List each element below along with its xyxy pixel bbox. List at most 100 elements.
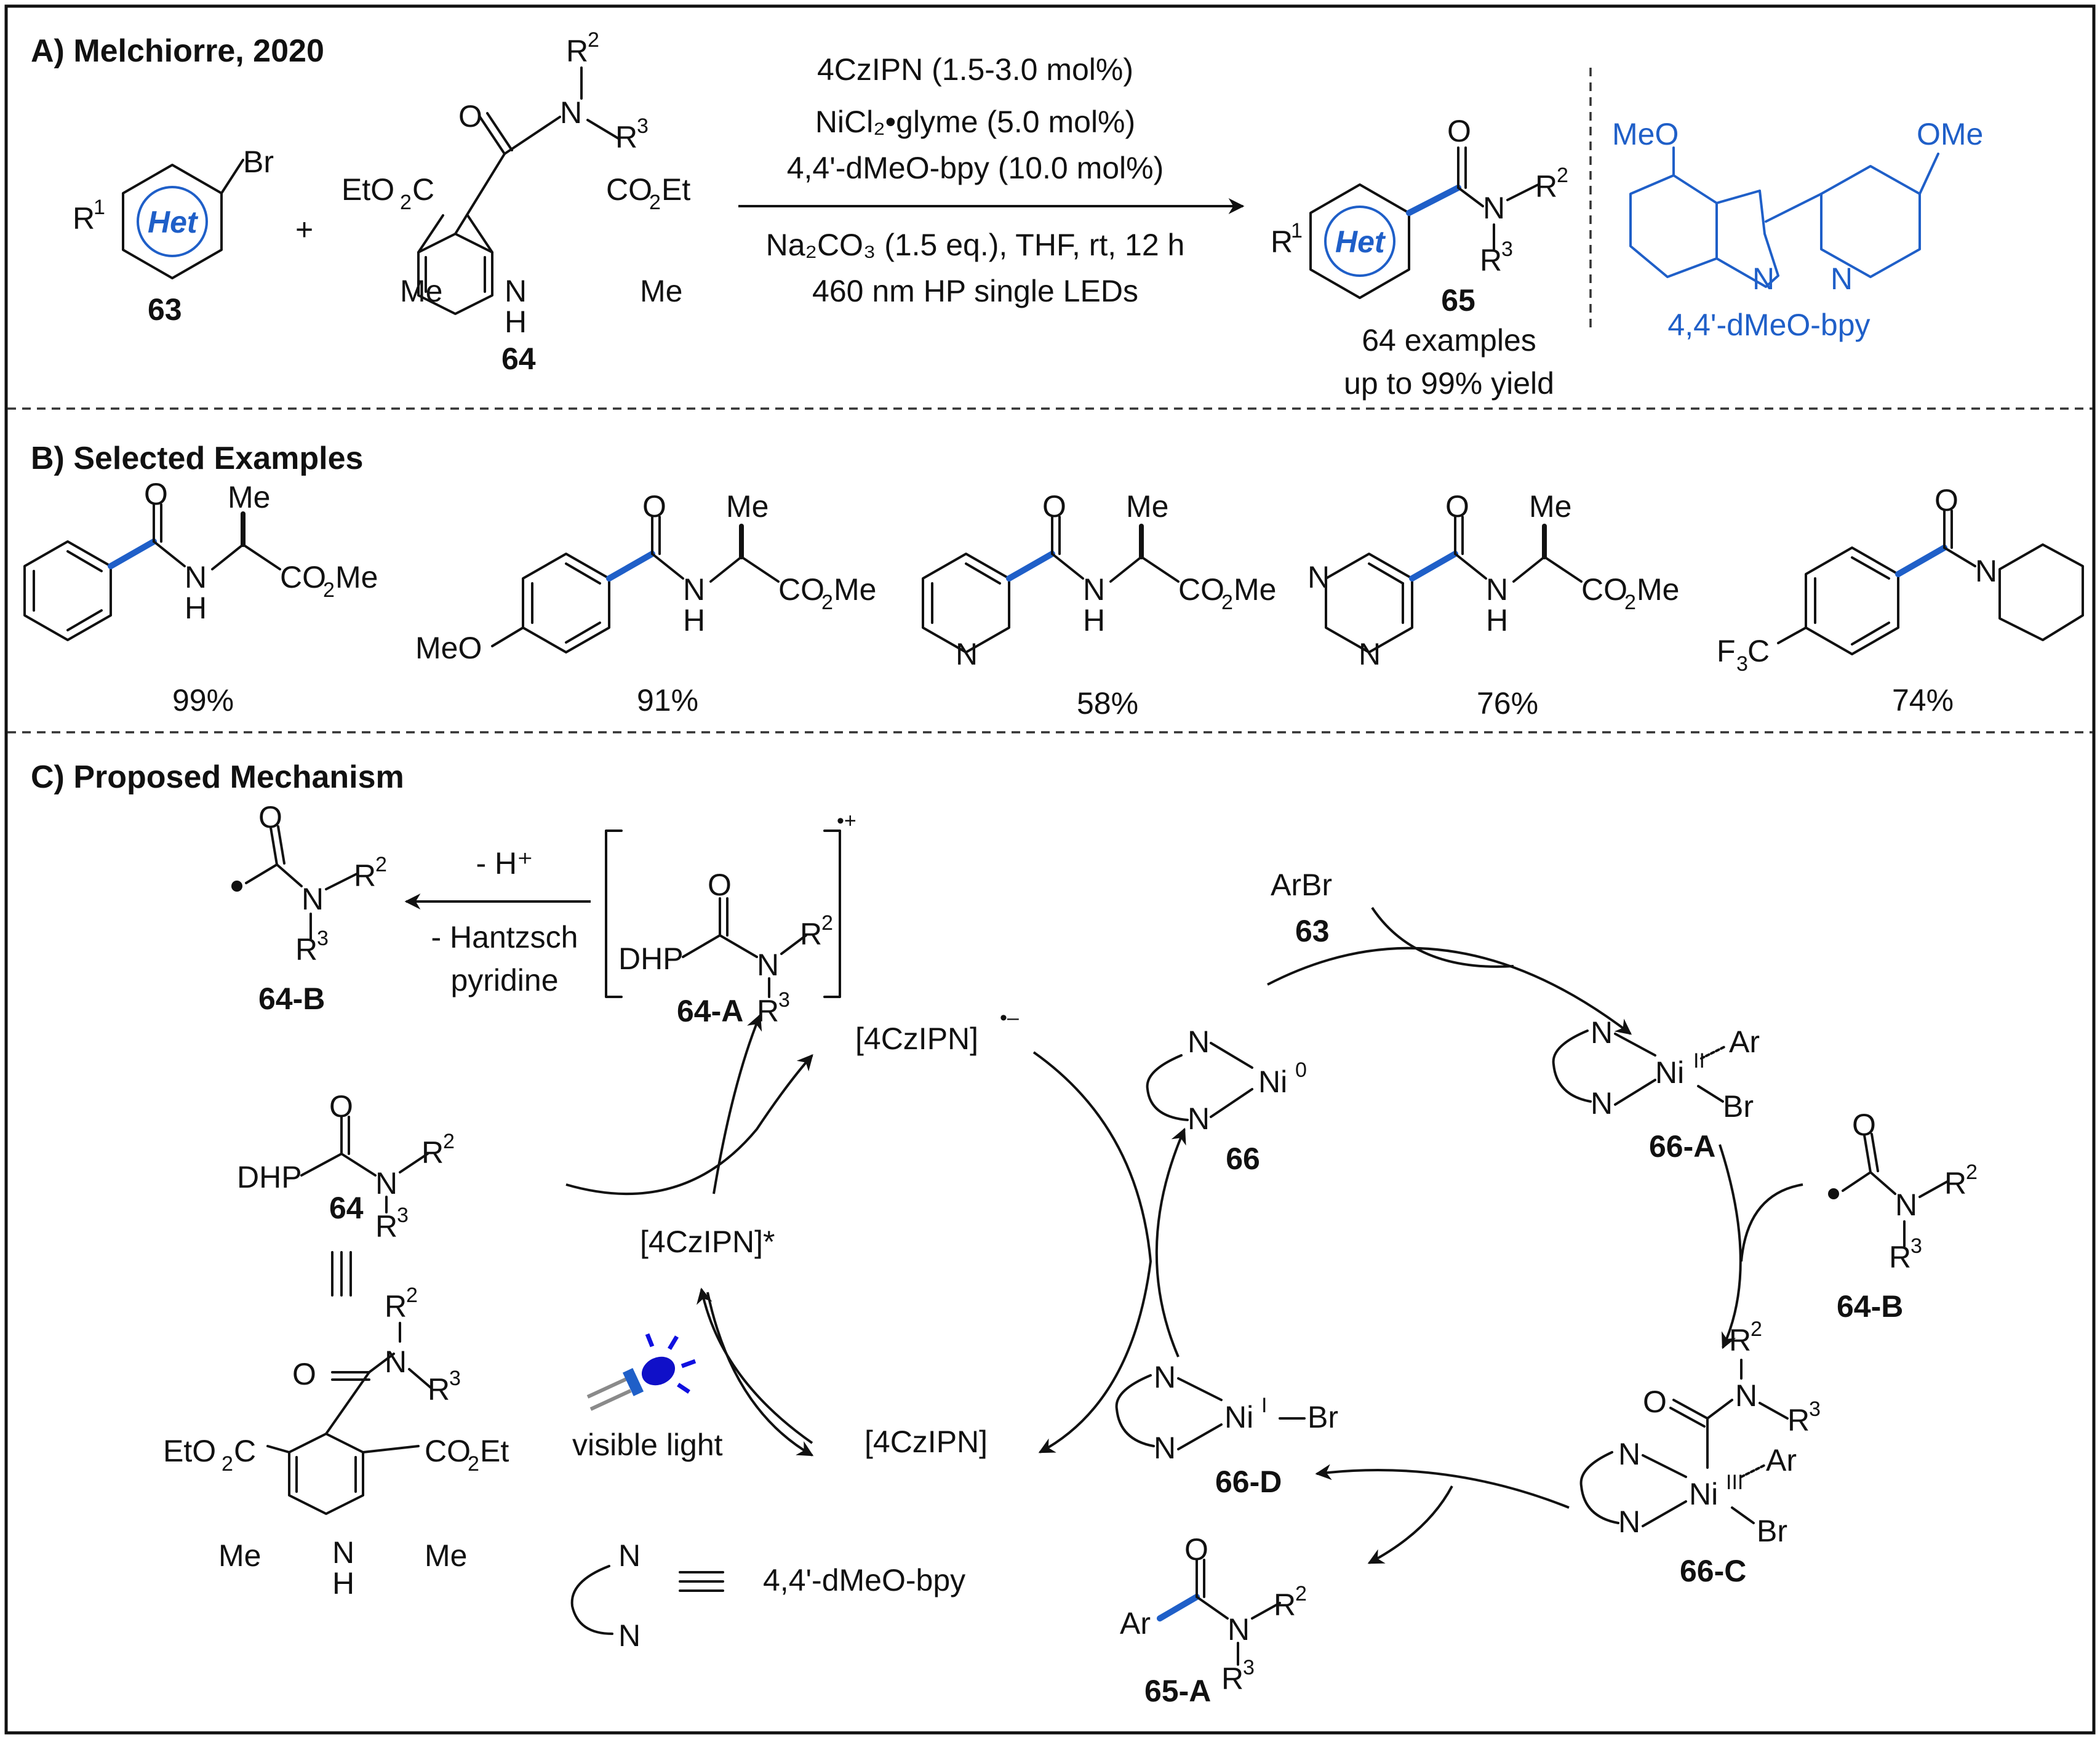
svg-text:Ni: Ni [1689, 1477, 1718, 1511]
svg-text:1: 1 [94, 196, 105, 219]
svg-text:H: H [185, 591, 207, 625]
svg-text:Het: Het [1335, 225, 1386, 259]
svg-text:R: R [1944, 1166, 1966, 1201]
svg-text:Br: Br [1723, 1089, 1754, 1124]
svg-text:91%: 91% [637, 683, 698, 718]
svg-text:Ni: Ni [1224, 1400, 1253, 1434]
svg-text:N: N [1752, 262, 1775, 296]
svg-text:O: O [1643, 1385, 1667, 1419]
svg-text:N: N [301, 882, 324, 916]
svg-text:O: O [1042, 489, 1066, 524]
svg-text:3: 3 [778, 988, 790, 1012]
svg-text:N: N [1188, 1025, 1210, 1059]
svg-text:R: R [1729, 1323, 1751, 1357]
svg-text:2: 2 [1557, 164, 1568, 187]
svg-text:DHP: DHP [618, 941, 684, 976]
svg-text:R: R [1221, 1661, 1244, 1696]
svg-text:3: 3 [1809, 1397, 1821, 1421]
svg-text:N: N [1975, 554, 1997, 588]
svg-text:3: 3 [1736, 652, 1748, 676]
svg-text:Het: Het [148, 205, 199, 239]
svg-text:N: N [956, 637, 978, 671]
svg-text:Br: Br [1757, 1514, 1787, 1548]
svg-text:Me: Me [400, 274, 442, 308]
svg-text:64-B: 64-B [1837, 1289, 1903, 1324]
svg-text:2: 2 [222, 1452, 233, 1476]
led-icon [586, 1333, 697, 1411]
svg-text:2: 2 [588, 28, 599, 52]
svg-text:460 nm HP single LEDs: 460 nm HP single LEDs [812, 274, 1138, 308]
svg-text:2: 2 [821, 911, 833, 935]
svg-text:H: H [1083, 603, 1105, 638]
svg-text:MeO: MeO [415, 631, 482, 665]
svg-text:Me: Me [1126, 489, 1168, 524]
acyl-radical-64-B: O N R2 R3 64-B [231, 800, 387, 1016]
svg-text:N: N [1228, 1612, 1250, 1647]
svg-text:O: O [708, 868, 732, 902]
svg-text:N: N [1154, 1360, 1176, 1394]
svg-text:Br: Br [1308, 1400, 1338, 1434]
svg-text:Me: Me [335, 560, 378, 594]
svg-text:N: N [1083, 572, 1105, 607]
outer-frame [4, 4, 2096, 1735]
svg-text:up to 99% yield: up to 99% yield [1344, 366, 1554, 401]
svg-text:C: C [234, 1434, 256, 1468]
svg-text:pyridine: pyridine [450, 963, 558, 997]
svg-text:65-A: 65-A [1144, 1674, 1211, 1708]
radical-join-arrow [1740, 1183, 1803, 1262]
svg-text:Me: Me [1529, 489, 1571, 524]
svg-text:R: R [1787, 1403, 1810, 1437]
svg-text:Me: Me [228, 480, 270, 514]
svg-text:2: 2 [400, 191, 412, 214]
svg-text:N: N [375, 1166, 397, 1201]
svg-text:64 examples: 64 examples [1362, 323, 1536, 358]
svg-text:N: N [1831, 262, 1853, 296]
svg-text:66-D: 66-D [1215, 1465, 1282, 1499]
svg-text:Ar: Ar [1120, 1606, 1151, 1641]
svg-text:4,4'-dMeO-bpy (10.0 mol%): 4,4'-dMeO-bpy (10.0 mol%) [787, 151, 1164, 185]
svg-text:2: 2 [468, 1452, 479, 1476]
radical-capture-arrow [1719, 1144, 1742, 1349]
svg-text:Ar: Ar [1729, 1025, 1760, 1059]
svg-text:Br: Br [243, 145, 274, 179]
svg-text:3: 3 [1243, 1656, 1255, 1679]
hat-step-arrow: - H⁺ - Hantzsch pyridine [404, 846, 591, 997]
svg-text:[4CzIPN]*: [4CzIPN]* [640, 1225, 775, 1259]
svg-text:O: O [1447, 114, 1471, 148]
svg-text:H: H [683, 603, 705, 638]
product-65-A: Ar O N R2 R3 65-A [1120, 1532, 1307, 1708]
svg-text:3: 3 [317, 927, 329, 950]
svg-text:O: O [1184, 1532, 1208, 1567]
svg-text:2: 2 [1966, 1161, 1978, 1184]
svg-text:R: R [428, 1372, 450, 1407]
svg-text:63: 63 [148, 292, 182, 327]
svg-text:O: O [144, 477, 168, 511]
svg-text:4,4'-dMeO-bpy: 4,4'-dMeO-bpy [1667, 308, 1870, 342]
svg-text:64: 64 [329, 1191, 364, 1225]
svg-text:N: N [332, 1535, 354, 1570]
svg-text:Me: Me [425, 1538, 467, 1573]
svg-text:76%: 76% [1477, 686, 1538, 721]
svg-text:N: N [1486, 572, 1508, 607]
svg-text:•+: •+ [837, 809, 856, 833]
svg-text:R: R [385, 1289, 407, 1324]
svg-text:3: 3 [1910, 1234, 1922, 1258]
svg-text:NiCl₂•glyme (5.0 mol%): NiCl₂•glyme (5.0 mol%) [815, 105, 1135, 139]
svg-text:CO: CO [425, 1434, 471, 1468]
svg-text:3: 3 [449, 1367, 461, 1390]
svg-text:R: R [800, 917, 822, 951]
svg-text:N: N [505, 274, 527, 308]
svg-text:R: R [1480, 243, 1502, 278]
svg-text:R: R [375, 1209, 397, 1244]
svg-text:O: O [329, 1089, 353, 1124]
svg-text:Me: Me [640, 274, 682, 308]
svg-text:64-B: 64-B [258, 981, 325, 1016]
svg-text:CO: CO [1581, 572, 1627, 607]
svg-text:CO: CO [280, 560, 326, 594]
svg-text:N: N [1483, 191, 1505, 225]
